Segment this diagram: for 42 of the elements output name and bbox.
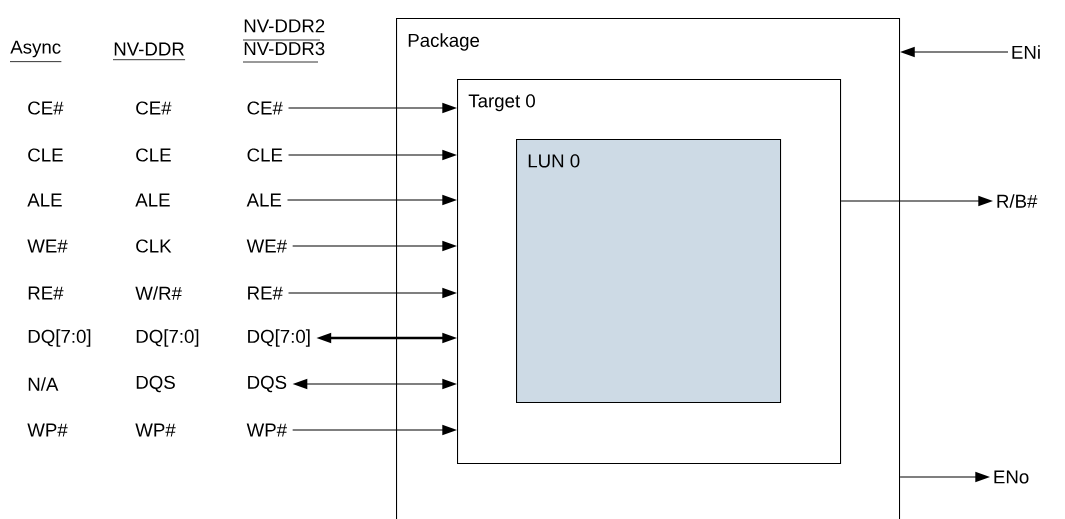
column-header: NV-DDR (114, 42, 184, 56)
signal-name: CLK (136, 239, 172, 253)
signal-name: WE# (246, 239, 287, 253)
signal-name: CLE (28, 148, 63, 162)
arrow (316, 332, 457, 344)
arrow (840, 195, 993, 207)
signal-name: CE# (247, 101, 283, 115)
signal-name: DQS (136, 375, 175, 393)
signal-name: WP# (246, 423, 287, 437)
arrow (899, 471, 990, 483)
signal-name: CLE (247, 148, 283, 162)
signal-name: N/A (28, 377, 59, 391)
signal-name: ENi (1012, 45, 1040, 59)
signal-name: ENo (994, 470, 1029, 484)
signal-name: CLE (136, 148, 171, 162)
signal-name: DQ[7:0] (248, 329, 310, 347)
signal-name: W/R# (135, 286, 182, 300)
arrow (288, 149, 457, 161)
signal-name: RE# (28, 286, 64, 300)
arrow (288, 287, 457, 299)
signal-name: DQS (248, 375, 287, 393)
signal-name: ALE (135, 193, 170, 207)
signal-name: WP# (135, 423, 176, 437)
signal-name: DQ[7:0] (136, 329, 199, 347)
signal-name: R/B# (997, 194, 1038, 208)
arrow (900, 46, 1009, 58)
signal-name: ALE (246, 193, 282, 207)
signal-name: WE# (27, 239, 68, 253)
signal-name: WP# (27, 423, 68, 437)
arrow (288, 102, 457, 114)
signal-name: RE# (248, 286, 283, 300)
arrow (292, 378, 457, 390)
column-header: NV-DDR2 NV-DDR3 (242, 19, 325, 63)
arrow (292, 424, 457, 436)
signal-name: CE# (28, 101, 64, 115)
arrow (286, 194, 457, 206)
signal-name: DQ[7:0] (28, 329, 91, 347)
column-header: Async (10, 40, 61, 58)
signal-name: ALE (27, 193, 62, 207)
arrow (292, 240, 457, 252)
signal-name: CE# (136, 101, 172, 115)
lun-box: LUN 0 (516, 139, 782, 404)
